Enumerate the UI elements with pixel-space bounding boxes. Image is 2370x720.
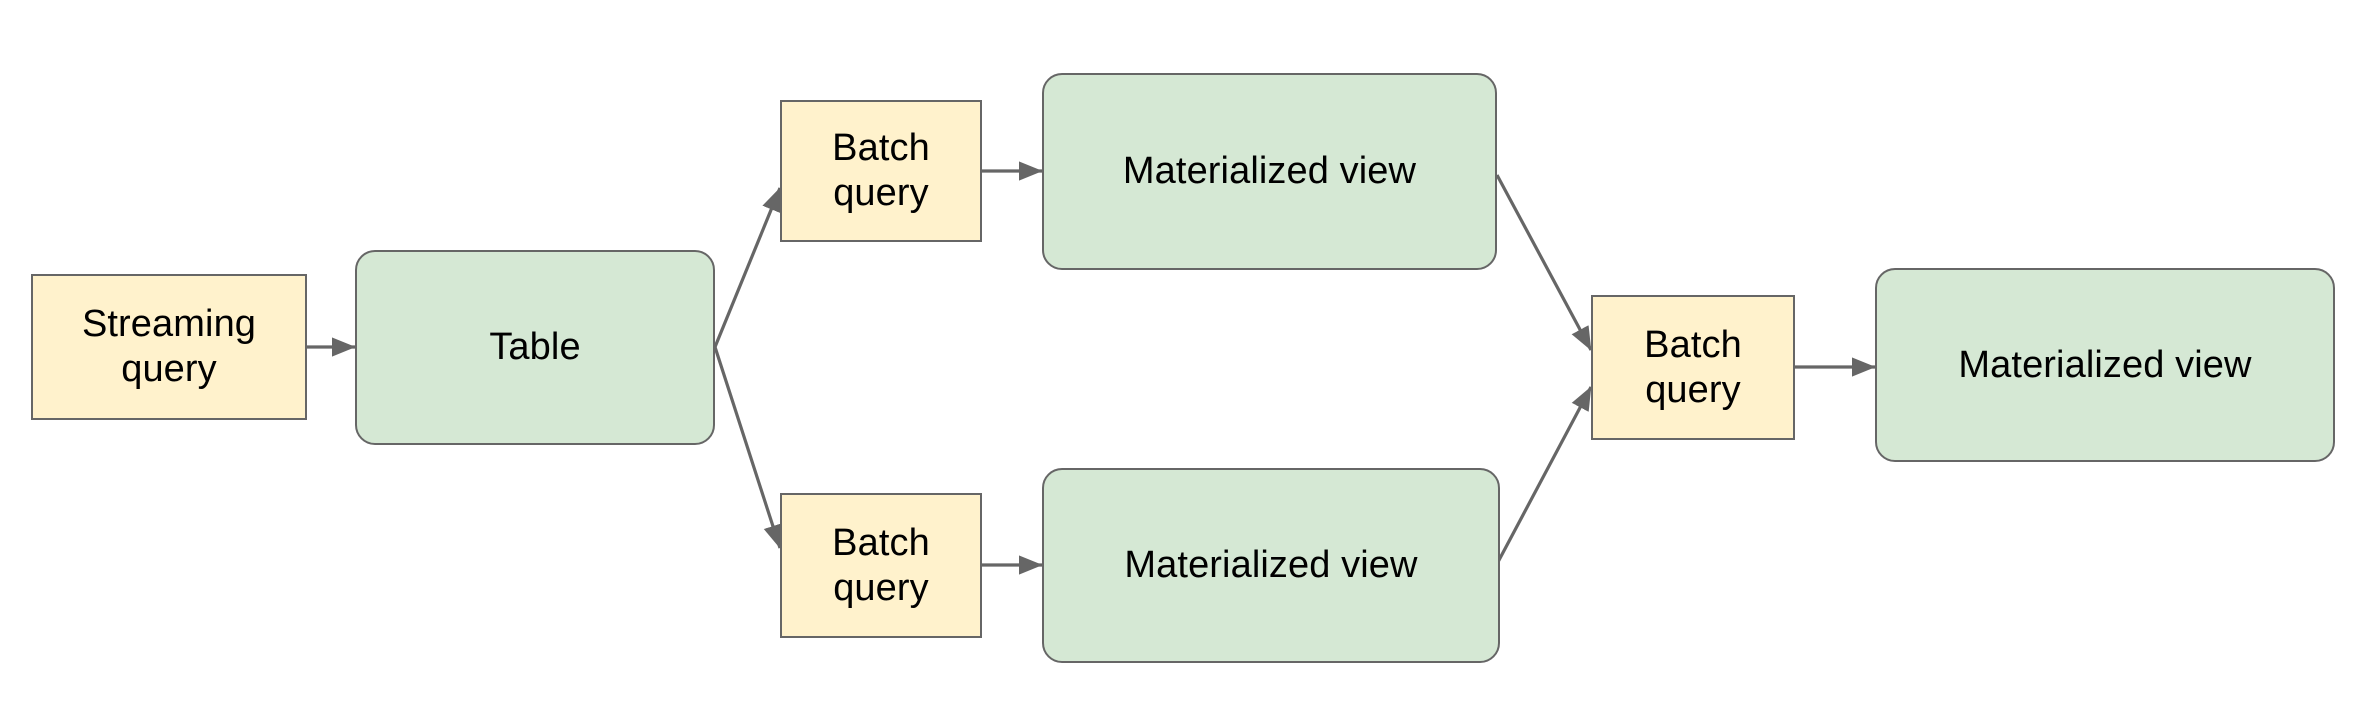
edge-table-to-batch-query-bottom xyxy=(713,346,783,549)
node-batch-query-top[interactable]: Batch query xyxy=(780,100,982,242)
node-materialized-view-top[interactable]: Materialized view xyxy=(1042,73,1497,270)
node-streaming-query[interactable]: Streaming query xyxy=(31,274,307,420)
edge-table-to-batch-query-top xyxy=(713,187,782,348)
node-materialized-view-bottom[interactable]: Materialized view xyxy=(1042,468,1500,663)
node-materialized-view-final[interactable]: Materialized view xyxy=(1875,268,2335,462)
node-batch-query-merge[interactable]: Batch query xyxy=(1591,295,1795,440)
node-batch-query-bottom[interactable]: Batch query xyxy=(780,493,982,638)
node-table[interactable]: Table xyxy=(355,250,715,445)
edge-materialized-view-top-to-batch-query-merge xyxy=(1495,174,1593,351)
edge-materialized-view-bottom-to-batch-query-merge xyxy=(1496,386,1593,563)
